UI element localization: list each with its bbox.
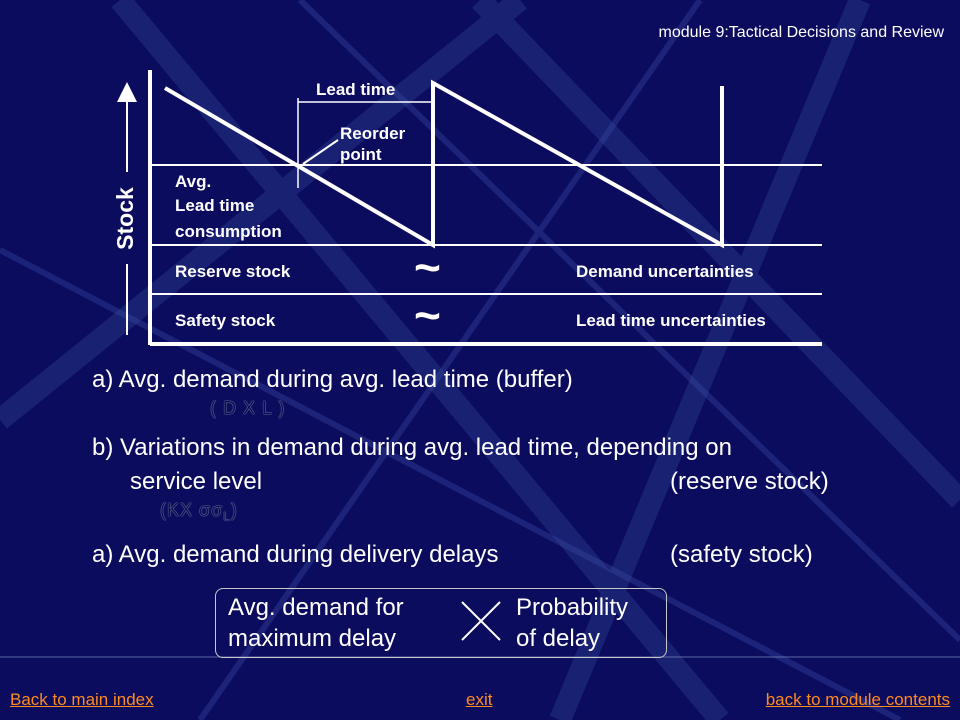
back-to-module-contents-link[interactable]: back to module contents xyxy=(765,690,950,709)
avg-label-line2: Lead time xyxy=(175,196,255,215)
safety-stock-label: Safety stock xyxy=(175,311,276,330)
multiply-icon xyxy=(461,601,501,641)
reorder-label-line1: Reorder xyxy=(340,124,406,143)
item-b-reserve-stock: (reserve stock) xyxy=(670,468,829,495)
item-a-delivery-delays: a) Avg. demand during delivery delays xyxy=(92,541,499,568)
box-left-text: Avg. demand for maximum delay xyxy=(228,594,404,652)
reorder-label-line2: point xyxy=(340,145,382,164)
module-title: module 9:Tactical Decisions and Review xyxy=(658,24,944,41)
delay-product-box xyxy=(215,588,667,658)
stock-axis-label: Stock xyxy=(106,172,144,264)
tilde-symbol-lower: ~ xyxy=(414,289,441,341)
item-b-service-level: service level xyxy=(130,468,263,495)
box-right-text: Probability of delay xyxy=(516,594,629,652)
back-to-main-index-link[interactable]: Back to main index xyxy=(10,690,154,709)
demand-uncertainties-label: Demand uncertainties xyxy=(576,262,754,281)
stock-sawtooth xyxy=(163,79,724,249)
avg-label-line1: Avg. xyxy=(175,172,212,191)
avg-label-line3: consumption xyxy=(175,222,282,241)
item-a-avg-demand: a) Avg. demand during avg. lead time (bu… xyxy=(92,366,573,393)
formula-k-sigma: (KX σσL) xyxy=(160,500,238,524)
item-b-variations: b) Variations in demand during avg. lead… xyxy=(92,434,732,461)
item-a-safety-stock: (safety stock) xyxy=(670,541,813,568)
tilde-symbol-upper: ~ xyxy=(414,241,441,293)
lead-time-uncertainties-label: Lead time uncertainties xyxy=(576,311,766,330)
lead-time-label: Lead time xyxy=(316,80,396,99)
inventory-diagram xyxy=(117,70,822,346)
formula-d-x-l: ( D X L ) xyxy=(210,398,286,418)
reserve-stock-label: Reserve stock xyxy=(175,262,291,281)
reorder-pointer xyxy=(302,139,339,165)
exit-link[interactable]: exit xyxy=(466,690,493,709)
